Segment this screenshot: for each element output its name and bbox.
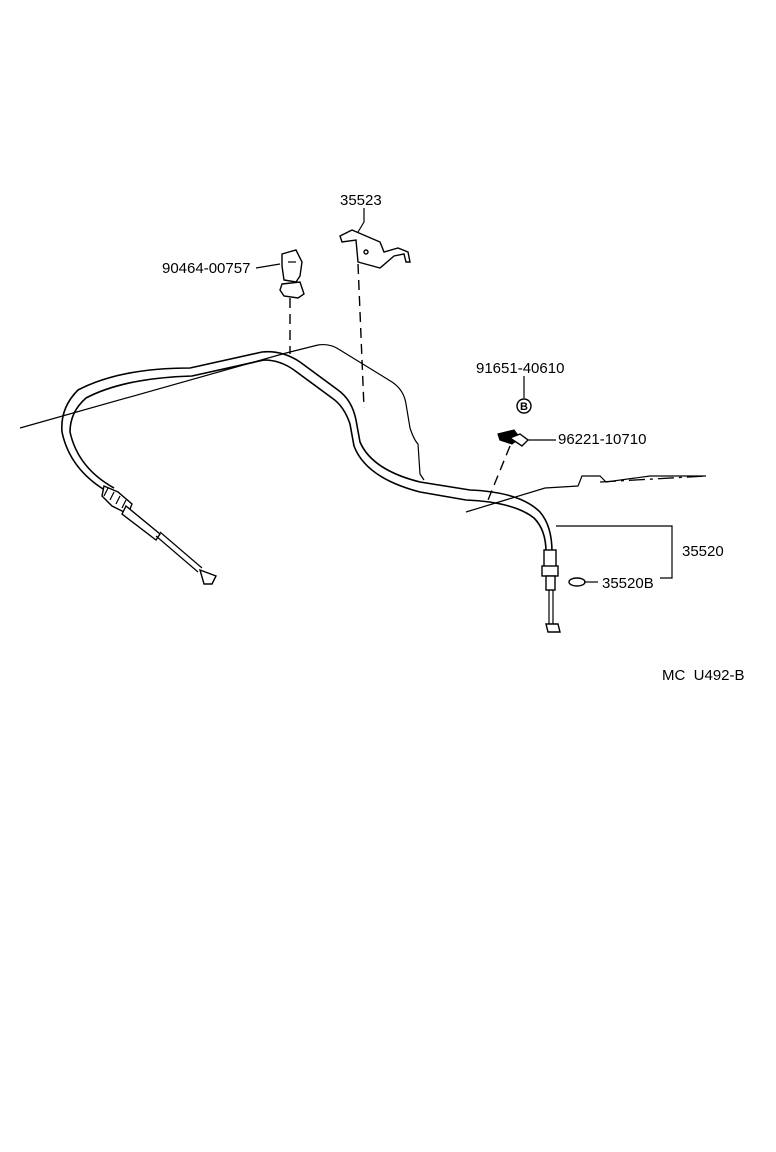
label-35520: 35520: [682, 543, 724, 560]
diagram-code: MC U492-B: [662, 667, 745, 684]
label-90464-00757: 90464-00757: [162, 260, 250, 277]
bracket-35523-shape: [339, 229, 411, 269]
label-35520B: 35520B: [602, 575, 654, 592]
label-91651-40610: 91651-40610: [476, 360, 564, 377]
cable-clamp-96221-10710-shape: [497, 429, 530, 447]
label-35523: 35523: [340, 192, 382, 209]
bolt-marker-letter: B: [520, 401, 528, 413]
right-cable-end: [541, 549, 561, 633]
gasket-35520B-shape: [568, 577, 586, 587]
label-96221-10710: 96221-10710: [558, 431, 646, 448]
cable-35520: [61, 350, 553, 553]
leader-lines: [255, 208, 673, 583]
clamp-90464-00757-shape: [279, 249, 305, 299]
left-cable-end: [101, 485, 217, 585]
assembly-lines: [289, 263, 511, 501]
bolt-marker-circle: [516, 398, 532, 414]
